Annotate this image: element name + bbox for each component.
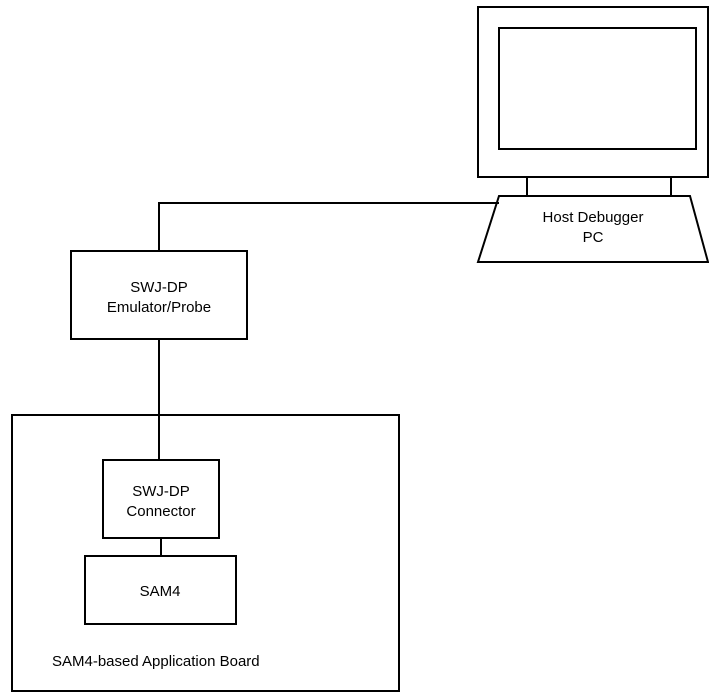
- swj-dp-connector-box: SWJ-DP Connector: [102, 459, 220, 539]
- host-to-emulator-cable: [158, 202, 499, 251]
- host-debugger-base: [476, 195, 709, 263]
- emulator-title: SWJ-DP: [130, 279, 188, 296]
- application-board: [11, 414, 400, 692]
- sam4-chip-box: SAM4: [84, 555, 237, 625]
- connector-rect: [102, 459, 220, 539]
- host-pc-label: PC: [583, 229, 604, 246]
- emulator-probe-rect: [70, 250, 248, 340]
- emulator-probe-box: SWJ-DP Emulator/Probe: [70, 250, 248, 340]
- connector-title: SWJ-DP: [132, 483, 190, 500]
- sam4-rect: [84, 555, 237, 625]
- monitor-screen: [498, 27, 697, 150]
- host-pc: Host Debugger PC: [476, 6, 709, 263]
- connector-subtitle: Connector: [126, 503, 195, 520]
- host-debugger-label: Host Debugger: [543, 209, 644, 226]
- emulator-subtitle: Emulator/Probe: [107, 299, 211, 316]
- sam4-label: SAM4: [140, 583, 181, 600]
- board-label: SAM4-based Application Board: [52, 653, 260, 670]
